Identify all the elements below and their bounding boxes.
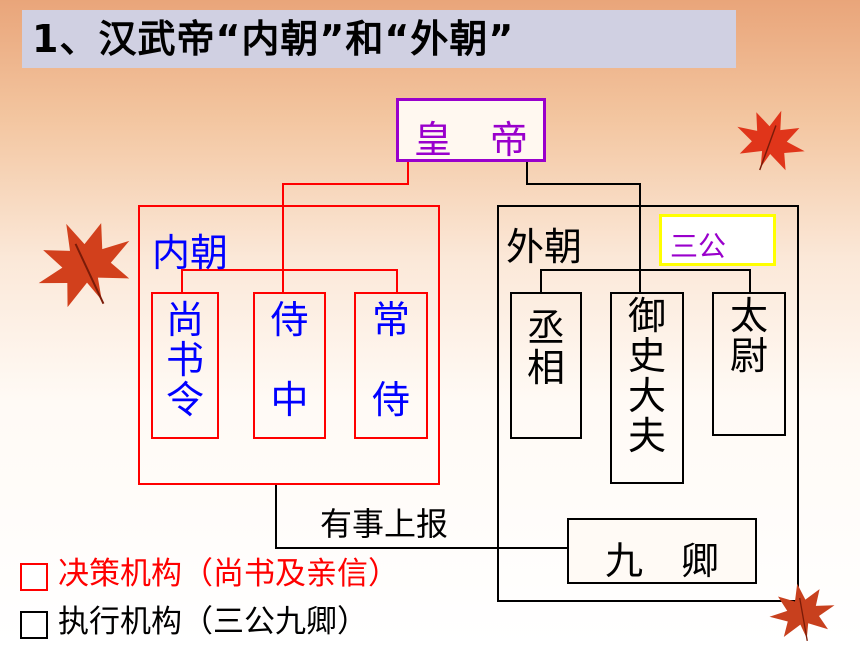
office-char: 大 [627, 374, 666, 418]
emperor-outer-line [526, 160, 641, 293]
maple-leaf-icon [737, 110, 805, 171]
maple-leaf-icon [38, 223, 130, 308]
office-char: 太 [729, 294, 768, 338]
office-char: 御 [627, 294, 666, 338]
legend-label: 决策机构（尚书及亲信） [58, 556, 399, 592]
outer-office-yushidafu: 御 史 大 夫 [610, 292, 684, 484]
inner-court-box [138, 205, 440, 485]
office-char: 史 [627, 334, 666, 378]
office-char: 中 [270, 378, 309, 422]
emperor-label: 皇 帝 [413, 118, 528, 162]
outer-court-box [497, 205, 799, 602]
maple-leaf-icon [769, 583, 835, 642]
three-dukes-box: 三公 [659, 214, 776, 266]
office-char: 夫 [627, 414, 666, 458]
inner-office-changshi: 常 侍 [354, 292, 428, 439]
office-char: 书 [165, 338, 204, 382]
office-char: 尉 [729, 334, 768, 378]
emperor-inner-line [282, 160, 409, 293]
inner-office-shangshuling: 尚 书 令 [151, 292, 219, 439]
outer-branch-line [540, 269, 751, 293]
legend-execution: 执行机构（三公九卿） [20, 596, 368, 641]
office-char: 侍 [371, 378, 410, 422]
report-label: 有事上报 [320, 505, 449, 543]
legend-label: 执行机构（三公九卿） [58, 604, 368, 640]
office-char: 侍 [270, 298, 309, 342]
legend-decision: 决策机构（尚书及亲信） [20, 548, 399, 593]
outer-office-chengxiang: 丞 相 [510, 292, 582, 439]
nine-ministers-box: 九 卿 [567, 518, 757, 584]
legend-checkbox [20, 562, 48, 591]
office-char: 常 [371, 298, 410, 342]
office-char: 相 [526, 346, 565, 390]
nine-ministers-label: 九 卿 [604, 539, 719, 583]
outer-office-taiwei: 太 尉 [712, 292, 786, 436]
emperor-box: 皇 帝 [396, 98, 546, 162]
inner-court-label: 内朝 [152, 231, 229, 275]
three-dukes-label: 三公 [670, 230, 727, 263]
legend-checkbox [20, 610, 48, 639]
inner-office-shizhong: 侍 中 [253, 292, 326, 439]
office-char: 令 [165, 378, 204, 422]
outer-court-label: 外朝 [506, 225, 583, 269]
office-char: 尚 [165, 298, 204, 342]
inner-branch-line [181, 269, 398, 293]
report-line [275, 484, 568, 549]
office-char: 丞 [526, 306, 565, 350]
slide-title: 1、汉武帝“内朝”和“外朝” [22, 10, 736, 68]
